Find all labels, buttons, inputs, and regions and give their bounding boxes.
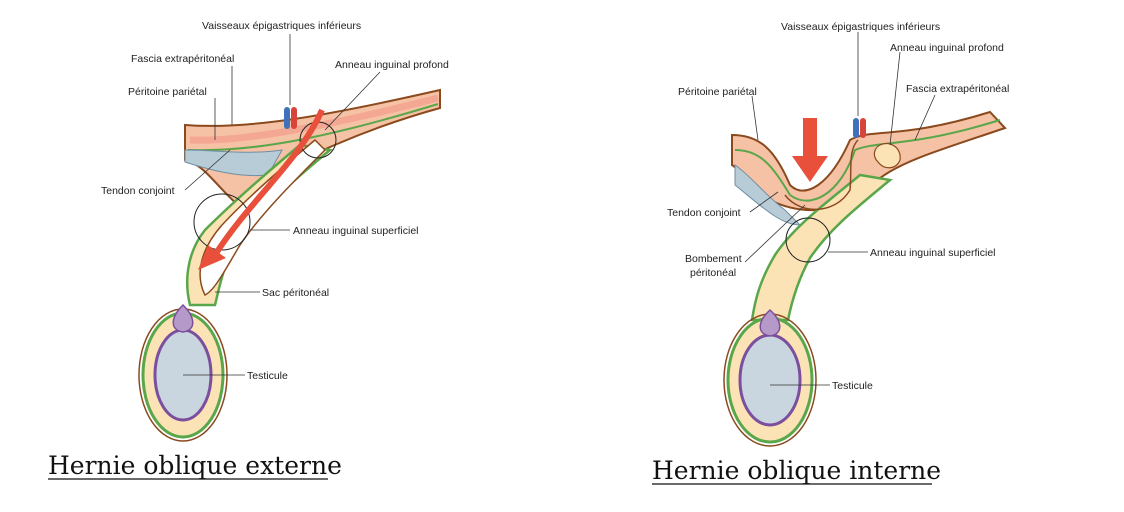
left-label-deep-ring: Anneau inguinal profond [335,59,449,71]
right-caption: Hernie oblique interne [652,456,941,485]
right-label-epigastric-vessels: Vaisseaux épigastriques inférieurs [781,21,940,33]
left-superficial-ring-marker [193,193,251,251]
left-hernia-arrow-head [198,245,226,270]
left-label-peritoneal-sac: Sac péritonéal [262,287,329,299]
right-hernia-arrow-shaft [803,118,817,158]
left-panel: Vaisseaux épigastriques inférieurs Fasci… [48,20,449,480]
left-anatomy-drawing [138,88,441,442]
right-label-conjoint-tendon: Tendon conjoint [667,207,741,219]
left-peritoneal-sac [199,138,327,297]
left-epigastric-artery [291,107,297,129]
left-green-layer-wall [187,103,439,152]
right-label-parietal-peritoneum: Péritoine pariétal [678,86,757,98]
left-label-epigastric-vessels: Vaisseaux épigastriques inférieurs [202,20,361,32]
right-testis-tunica [738,333,802,427]
right-label-extraperitoneal-fascia: Fascia extrapéritonéal [906,83,1009,95]
right-leader-lines [744,32,936,386]
right-deep-ring-blob [873,142,901,169]
right-inguinal-canal [750,173,893,322]
right-green-layer-wall [734,119,1001,202]
right-label-testis: Testicule [832,380,873,392]
right-anatomy-drawing [723,110,1007,447]
left-epigastric-vein [284,107,290,129]
right-panel: Vaisseaux épigastriques inférieurs Annea… [652,21,1009,485]
right-label-bulge-line2: péritonéal [690,267,736,279]
left-label-parietal-peritoneum: Péritoine pariétal [128,86,207,98]
right-label-deep-ring: Anneau inguinal profond [890,42,1004,54]
right-hernia-arrow-head [792,156,828,182]
right-superficial-ring-marker [785,217,831,263]
left-leader-lines [183,34,381,376]
right-peritoneal-bulge [784,139,859,211]
right-label-bulge-line1: Bombement [685,253,742,265]
left-label-superficial-ring: Anneau inguinal superficiel [293,225,419,237]
left-epididymis [172,303,194,333]
left-caption: Hernie oblique externe [48,451,342,480]
right-epididymis [759,308,781,337]
right-epigastric-artery [860,118,866,138]
left-skin-layer [189,94,439,144]
left-label-testis: Testicule [247,370,288,382]
right-label-superficial-ring: Anneau inguinal superficiel [870,247,996,259]
right-epigastric-vein [853,118,859,138]
left-label-extraperitoneal-fascia: Fascia extrapéritonéal [131,53,234,65]
left-hernia-arrow-line [212,108,325,257]
left-label-conjoint-tendon: Tendon conjoint [101,185,175,197]
